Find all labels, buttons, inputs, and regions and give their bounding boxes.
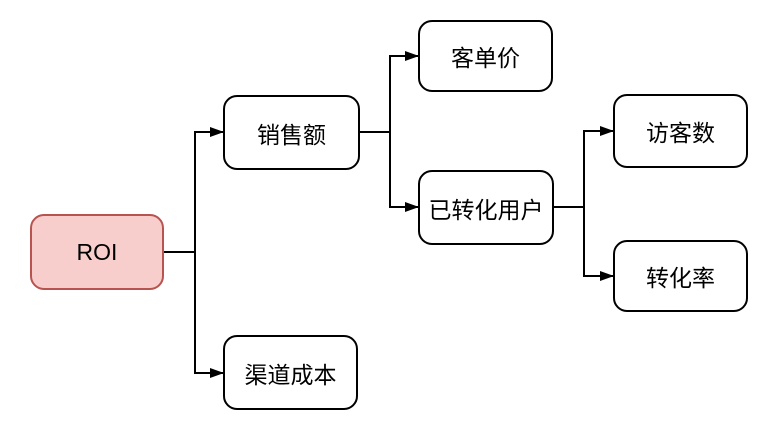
node-conversion-rate-label: 转化率 [646,265,715,291]
node-roi: ROI [30,214,164,290]
node-channel-cost-label: 渠道成本 [244,361,337,388]
node-channel-cost: 渠道成本 [223,335,358,410]
edge-roi-to-sales [164,127,224,253]
node-roi-label: ROI [76,238,118,265]
edge-converted-to-conv-rate [554,206,614,281]
edge-sales-to-converted [360,131,419,212]
node-visitor-count-label: 访客数 [646,120,715,146]
node-avg-order-value: 客单价 [418,20,553,92]
edge-roi-to-channel-cost [164,251,224,378]
node-converted-users-label: 已转化用户 [428,196,544,223]
node-conversion-rate: 转化率 [613,240,748,312]
node-visitor-count: 访客数 [613,94,748,168]
node-sales: 销售额 [223,95,360,170]
edge-sales-to-aov [360,51,419,133]
node-sales-label: 销售额 [257,121,326,148]
node-converted-users: 已转化用户 [418,170,554,245]
node-avg-order-value-label: 客单价 [451,45,520,71]
edge-converted-to-visitors [554,126,614,208]
